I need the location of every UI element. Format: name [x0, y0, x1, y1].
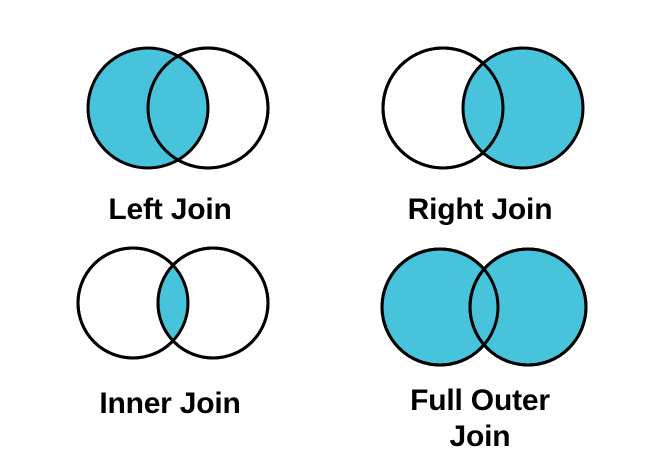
right-set-outline	[156, 246, 270, 360]
left-set-outline	[381, 46, 505, 170]
join-diagram-full-outer-join: Full Outer Join	[325, 243, 635, 455]
join-diagram-inner-join: Inner Join	[20, 243, 320, 422]
venn-inner-join	[20, 243, 320, 368]
right-set-outline	[146, 46, 270, 170]
venn-svg-inner-join	[76, 246, 270, 360]
venn-left-join	[20, 40, 320, 180]
join-diagram-left-join: Left Join	[20, 40, 320, 228]
left-set-outline	[76, 246, 190, 360]
right-set-outline	[468, 247, 588, 367]
venn-svg-right-join	[381, 46, 585, 170]
join-label-inner-join: Inner Join	[99, 387, 241, 420]
join-label-left-join: Left Join	[108, 193, 232, 226]
join-label-full-outer-join: Full Outer Join	[410, 384, 550, 453]
right-set-circle	[463, 48, 583, 168]
venn-right-join	[325, 40, 635, 180]
venn-svg-full-outer-join	[380, 247, 588, 367]
join-diagram-right-join: Right Join	[325, 40, 635, 228]
left-set-outline	[86, 46, 210, 170]
left-set-outline	[380, 247, 500, 367]
venn-svg-left-join	[86, 46, 270, 170]
join-label-right-join: Right Join	[407, 193, 553, 226]
right-set-outline	[461, 46, 585, 170]
venn-full-outer-join	[325, 243, 635, 375]
